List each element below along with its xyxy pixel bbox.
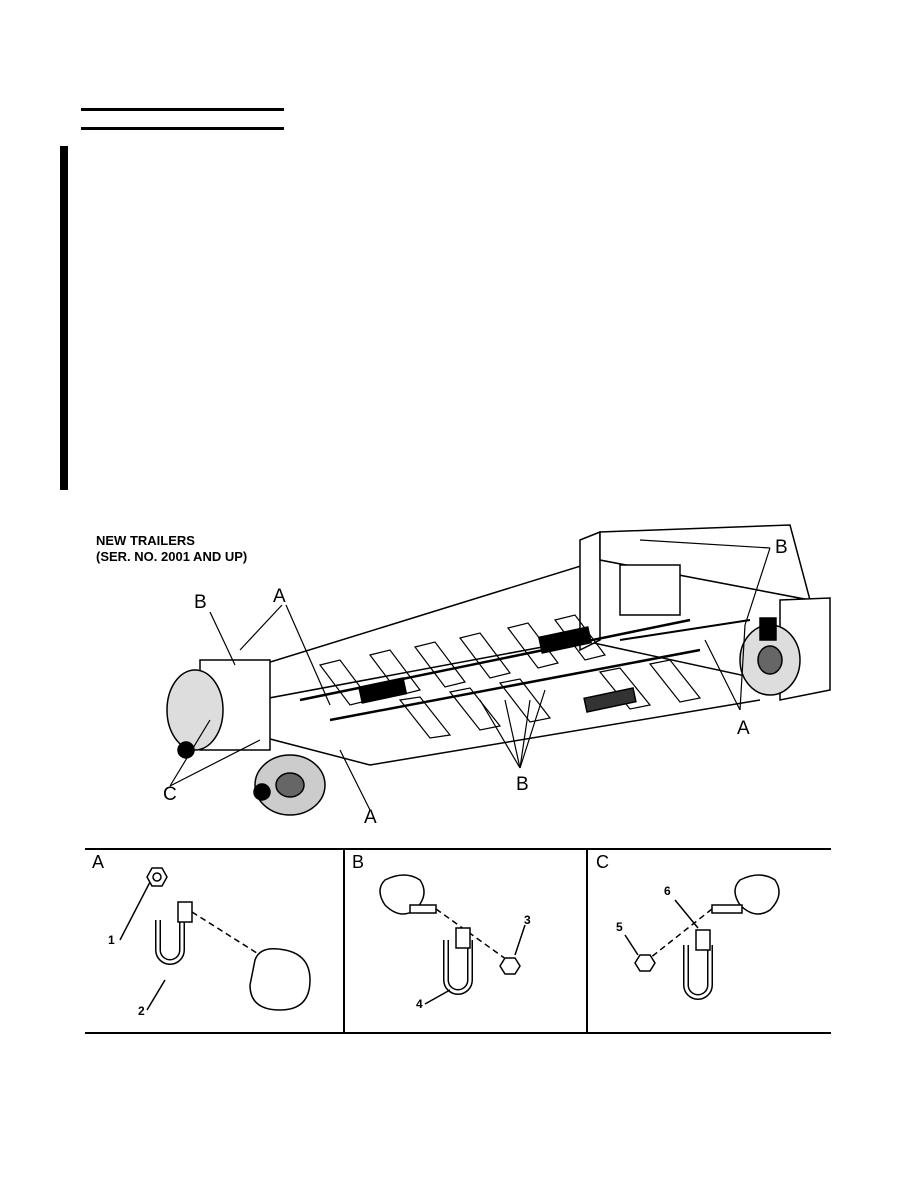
item-3-nut: 3 (524, 913, 531, 927)
detail-c-drawing (624, 874, 780, 1000)
item-6-clamp: 6 (664, 884, 671, 898)
callout-b-front: B (194, 592, 207, 613)
detail-b-label: B (352, 852, 365, 872)
caption-line-1: NEW TRAILERS (96, 533, 195, 548)
header-rule-top (81, 108, 284, 111)
detail-b-drawing (379, 874, 526, 1005)
detail-a-drawing (119, 867, 311, 1011)
callout-b-center: B (516, 774, 529, 795)
figure-caption: NEW TRAILERS (SER. NO. 2001 AND UP) (96, 533, 247, 565)
item-4-clamp: 4 (416, 997, 423, 1011)
item-2-clamp: 2 (138, 1004, 145, 1018)
callout-c-front: C (163, 784, 177, 805)
trailer-chassis (166, 524, 831, 816)
caption-line-2: (SER. NO. 2001 AND UP) (96, 549, 248, 564)
callout-a-bottom: A (364, 807, 377, 828)
item-1-nut: 1 (108, 933, 115, 947)
detail-c-label: C (596, 852, 609, 872)
callout-b-rear: B (775, 537, 788, 558)
detail-panels-frame (85, 848, 831, 1034)
callout-a-front: A (273, 586, 286, 607)
callout-a-rear: A (737, 718, 750, 739)
change-bar (60, 146, 68, 490)
item-5-nut: 5 (616, 920, 623, 934)
header-rule-bottom (81, 127, 284, 130)
detail-a-label: A (92, 852, 105, 872)
